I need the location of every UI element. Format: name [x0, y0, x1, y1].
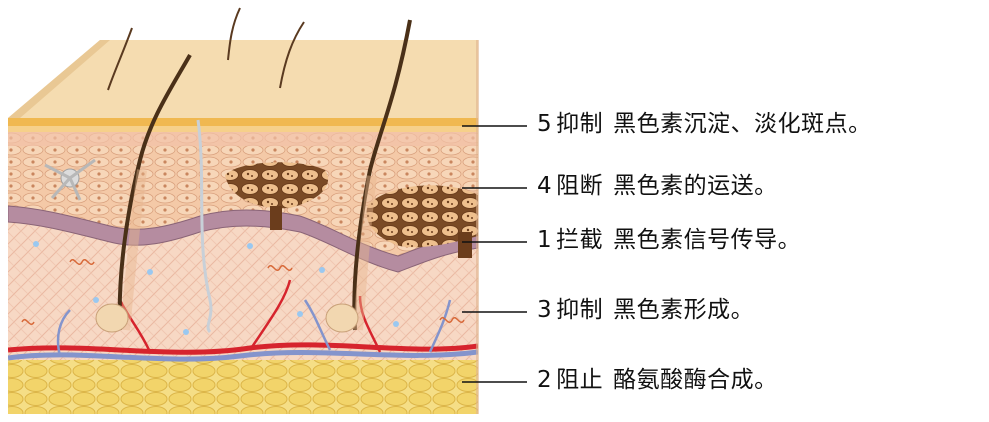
basal-layer: [8, 205, 478, 273]
sweat-duct: [196, 119, 213, 334]
callout-title: 抑制: [556, 111, 604, 137]
callout-title: 抑制: [556, 297, 604, 323]
callout-step: 3: [537, 297, 553, 323]
melanin-cluster: [225, 162, 329, 209]
callout-title: 阻止: [556, 367, 604, 393]
vein: [8, 349, 478, 362]
hair-follicle: [325, 19, 412, 333]
callout-text: 黑色素沉淀、淡化斑点。: [613, 111, 872, 137]
callout-step: 5: [537, 111, 553, 137]
callout-text: 黑色素信号传导。: [613, 227, 802, 253]
callout-title: 拦截: [556, 227, 604, 253]
callout-step: 2: [537, 367, 553, 393]
callout-step: 4: [537, 173, 553, 199]
callout-title: 阻断: [556, 173, 604, 199]
skin-surface: [8, 40, 478, 118]
callout-step: 1: [537, 227, 553, 253]
hair-follicle: [95, 54, 192, 333]
callout-text: 酪氨酸酶合成。: [613, 367, 778, 393]
callout-text: 黑色素形成。: [613, 297, 755, 323]
callout-text: 黑色素的运送。: [613, 173, 778, 199]
dendritic-cell: [44, 158, 96, 201]
fat-layer: [8, 360, 478, 414]
melanin-cluster: [366, 185, 478, 248]
